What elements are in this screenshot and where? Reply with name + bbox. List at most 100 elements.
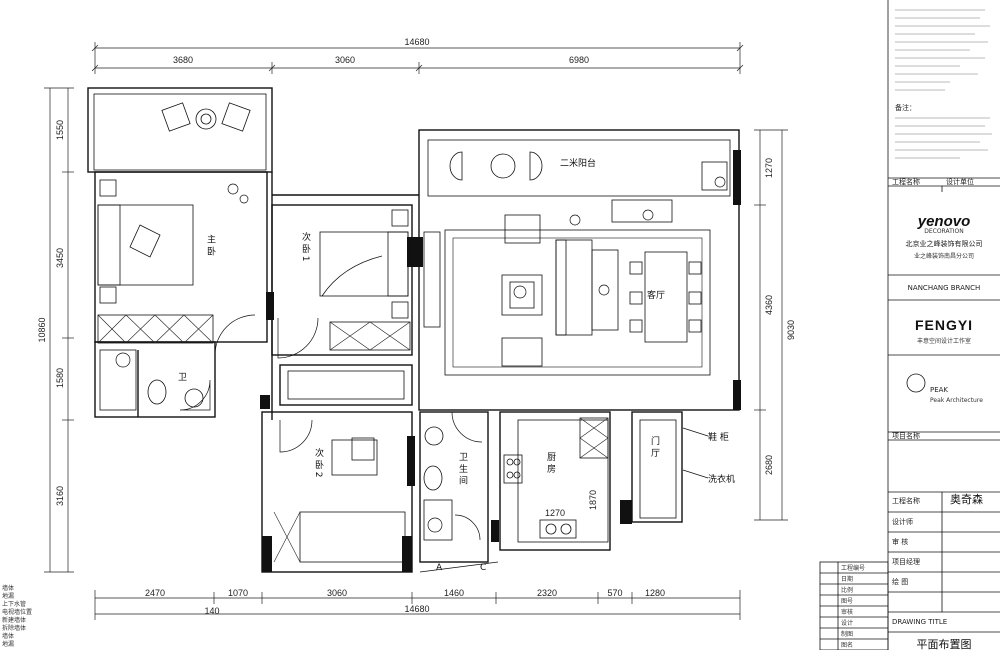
company-logo-yenovo: yenovo DECORATION 北京业之峰装饰有限公司 业之峰装饰南昌分公司 bbox=[906, 213, 983, 260]
legend-bottom-left: 墙体 地漏 上下水管 电视墙位置 新建墙体 拆除墙体 墙体 地漏 bbox=[2, 584, 32, 648]
left-dimension-lines bbox=[44, 87, 74, 573]
title-label-a: 工程名称 bbox=[892, 177, 920, 186]
logo-yenovo-sub: DECORATION bbox=[924, 228, 964, 235]
svg-text:图名: 图名 bbox=[841, 641, 853, 649]
room-label-master: 主 卧 bbox=[205, 233, 216, 256]
dim-right-total: 9030 bbox=[786, 320, 796, 340]
dining-bar bbox=[449, 151, 728, 223]
drawing-title: 平面布置图 bbox=[917, 638, 972, 650]
svg-text:日期: 日期 bbox=[841, 575, 853, 583]
dim-left-2: 3450 bbox=[55, 248, 65, 268]
dim-left-total: 10860 bbox=[37, 317, 47, 342]
dim-bottom-3: 3060 bbox=[327, 588, 347, 598]
dim-bottom-6: 570 bbox=[607, 588, 622, 598]
dim-bottom-1: 2470 bbox=[145, 588, 165, 598]
bath-fixtures bbox=[99, 349, 453, 541]
side-legend: 工程编号 日期 比例 图号 审核 设计 制图 图名 bbox=[841, 564, 865, 649]
svg-text:上下水管: 上下水管 bbox=[2, 600, 26, 608]
company-name-cn: 北京业之峰装饰有限公司 bbox=[906, 239, 983, 248]
top-dimension-lines bbox=[91, 42, 744, 74]
title-notes-top: Drawing notes and specifications bbox=[895, 1, 995, 8]
room-label-wash: 洗衣机 bbox=[708, 473, 735, 485]
svg-text:审核: 审核 bbox=[841, 608, 853, 616]
company-logo-peak: PEAK Peak Architecture bbox=[906, 373, 983, 404]
svg-text:图号: 图号 bbox=[841, 598, 853, 605]
svg-text:设计: 设计 bbox=[841, 619, 853, 627]
dim-bottom-4: 1460 bbox=[444, 588, 464, 598]
svg-text:拆除墙体: 拆除墙体 bbox=[2, 624, 26, 632]
row-label-b: 工程名称 bbox=[892, 496, 920, 505]
logo-fengyi-sub: 丰意空间设计工作室 bbox=[917, 337, 971, 345]
room-label-third: 次 卧 2 bbox=[313, 447, 324, 478]
row-review: 审 核 bbox=[892, 537, 908, 546]
logo-peak-sub: Peak Architecture bbox=[930, 397, 983, 404]
title-block-notes bbox=[895, 9, 992, 159]
room-label-balcony: 二米阳台 bbox=[560, 157, 596, 169]
door-mark-a: A bbox=[436, 563, 443, 573]
svg-text:制图: 制图 bbox=[841, 630, 853, 638]
svg-text:地漏: 地漏 bbox=[2, 592, 14, 600]
wardrobe-hatch bbox=[97, 314, 609, 563]
wall-columns bbox=[260, 150, 741, 572]
study-desk bbox=[331, 437, 378, 476]
dim-inner-1: 1270 bbox=[545, 508, 565, 518]
dim-bottom-7: 1280 bbox=[645, 588, 665, 598]
logo-peak-text: PEAK bbox=[930, 386, 948, 394]
room-label-shoe: 鞋 柜 bbox=[708, 431, 729, 443]
dim-bottom-2: 1070 bbox=[228, 588, 248, 598]
second-bed bbox=[319, 209, 409, 319]
svg-text:地漏: 地漏 bbox=[2, 640, 14, 648]
row-manager: 项目经理 bbox=[892, 557, 920, 566]
plant-icons bbox=[115, 176, 726, 533]
dim-right-2: 4360 bbox=[764, 295, 774, 315]
dim-left-3: 1580 bbox=[55, 368, 65, 388]
row-label-a: 项目名称 bbox=[892, 431, 920, 440]
room-label-entry: 门 厅 bbox=[649, 435, 660, 457]
balcony-chairs bbox=[161, 102, 251, 132]
living-furniture bbox=[423, 214, 702, 367]
kitchen-fixtures bbox=[503, 454, 577, 539]
dim-bottom-8: 140 bbox=[204, 606, 219, 616]
room-label-bath2: 卫 生 间 bbox=[457, 452, 468, 486]
title-note-label: 备注： bbox=[895, 103, 916, 112]
logo-yenovo-text: yenovo bbox=[917, 213, 971, 230]
bottom-dimension-lines bbox=[94, 590, 741, 620]
svg-text:墙体: 墙体 bbox=[2, 632, 14, 640]
title-label-b: 设计单位 bbox=[946, 177, 974, 186]
svg-text:比例: 比例 bbox=[841, 586, 853, 594]
logo-fengyi-text: FENGYI bbox=[915, 317, 973, 333]
branch-en: NANCHANG BRANCH bbox=[908, 284, 981, 292]
svg-text:新建墙体: 新建墙体 bbox=[2, 616, 26, 624]
svg-text:电视墙位置: 电视墙位置 bbox=[2, 608, 32, 616]
company-sub: 业之峰装饰南昌分公司 bbox=[914, 252, 974, 260]
project-name: 奥奇森 bbox=[950, 492, 983, 506]
dim-right-3: 2680 bbox=[764, 455, 774, 475]
room-label-second: 次 卧 1 bbox=[300, 231, 311, 262]
master-bed bbox=[97, 179, 194, 304]
svg-text:墙体: 墙体 bbox=[2, 584, 14, 592]
dim-bottom-5: 2320 bbox=[537, 588, 557, 598]
company-logo-fengyi: FENGYI 丰意空间设计工作室 bbox=[915, 317, 973, 345]
room-label-bath1: 卫 bbox=[178, 373, 187, 383]
svg-text:工程编号: 工程编号 bbox=[841, 564, 865, 572]
dim-left-4: 3160 bbox=[55, 486, 65, 506]
room-label-kitchen: 厨 房 bbox=[545, 452, 556, 474]
dim-left-1: 1550 bbox=[55, 120, 65, 140]
dim-right-1: 1270 bbox=[764, 158, 774, 178]
walls bbox=[87, 87, 740, 573]
dim-bottom-total: 14680 bbox=[404, 604, 429, 614]
dim-top-1: 3680 bbox=[173, 55, 193, 65]
row-drafter: 绘 图 bbox=[892, 577, 908, 586]
dim-inner-2: 1870 bbox=[588, 490, 598, 510]
dim-top-2: 3060 bbox=[335, 55, 355, 65]
dim-top-3: 6980 bbox=[569, 55, 589, 65]
drawing-no-label: DRAWING TITLE bbox=[892, 618, 947, 626]
title-block bbox=[819, 0, 1000, 650]
room-label-living: 客厅 bbox=[647, 289, 665, 301]
door-swings bbox=[179, 314, 709, 541]
row-designer: 设计师 bbox=[892, 517, 913, 526]
dim-top-total: 14680 bbox=[404, 37, 429, 47]
door-mark-c: C bbox=[480, 563, 486, 573]
right-dimension-lines bbox=[754, 129, 788, 521]
